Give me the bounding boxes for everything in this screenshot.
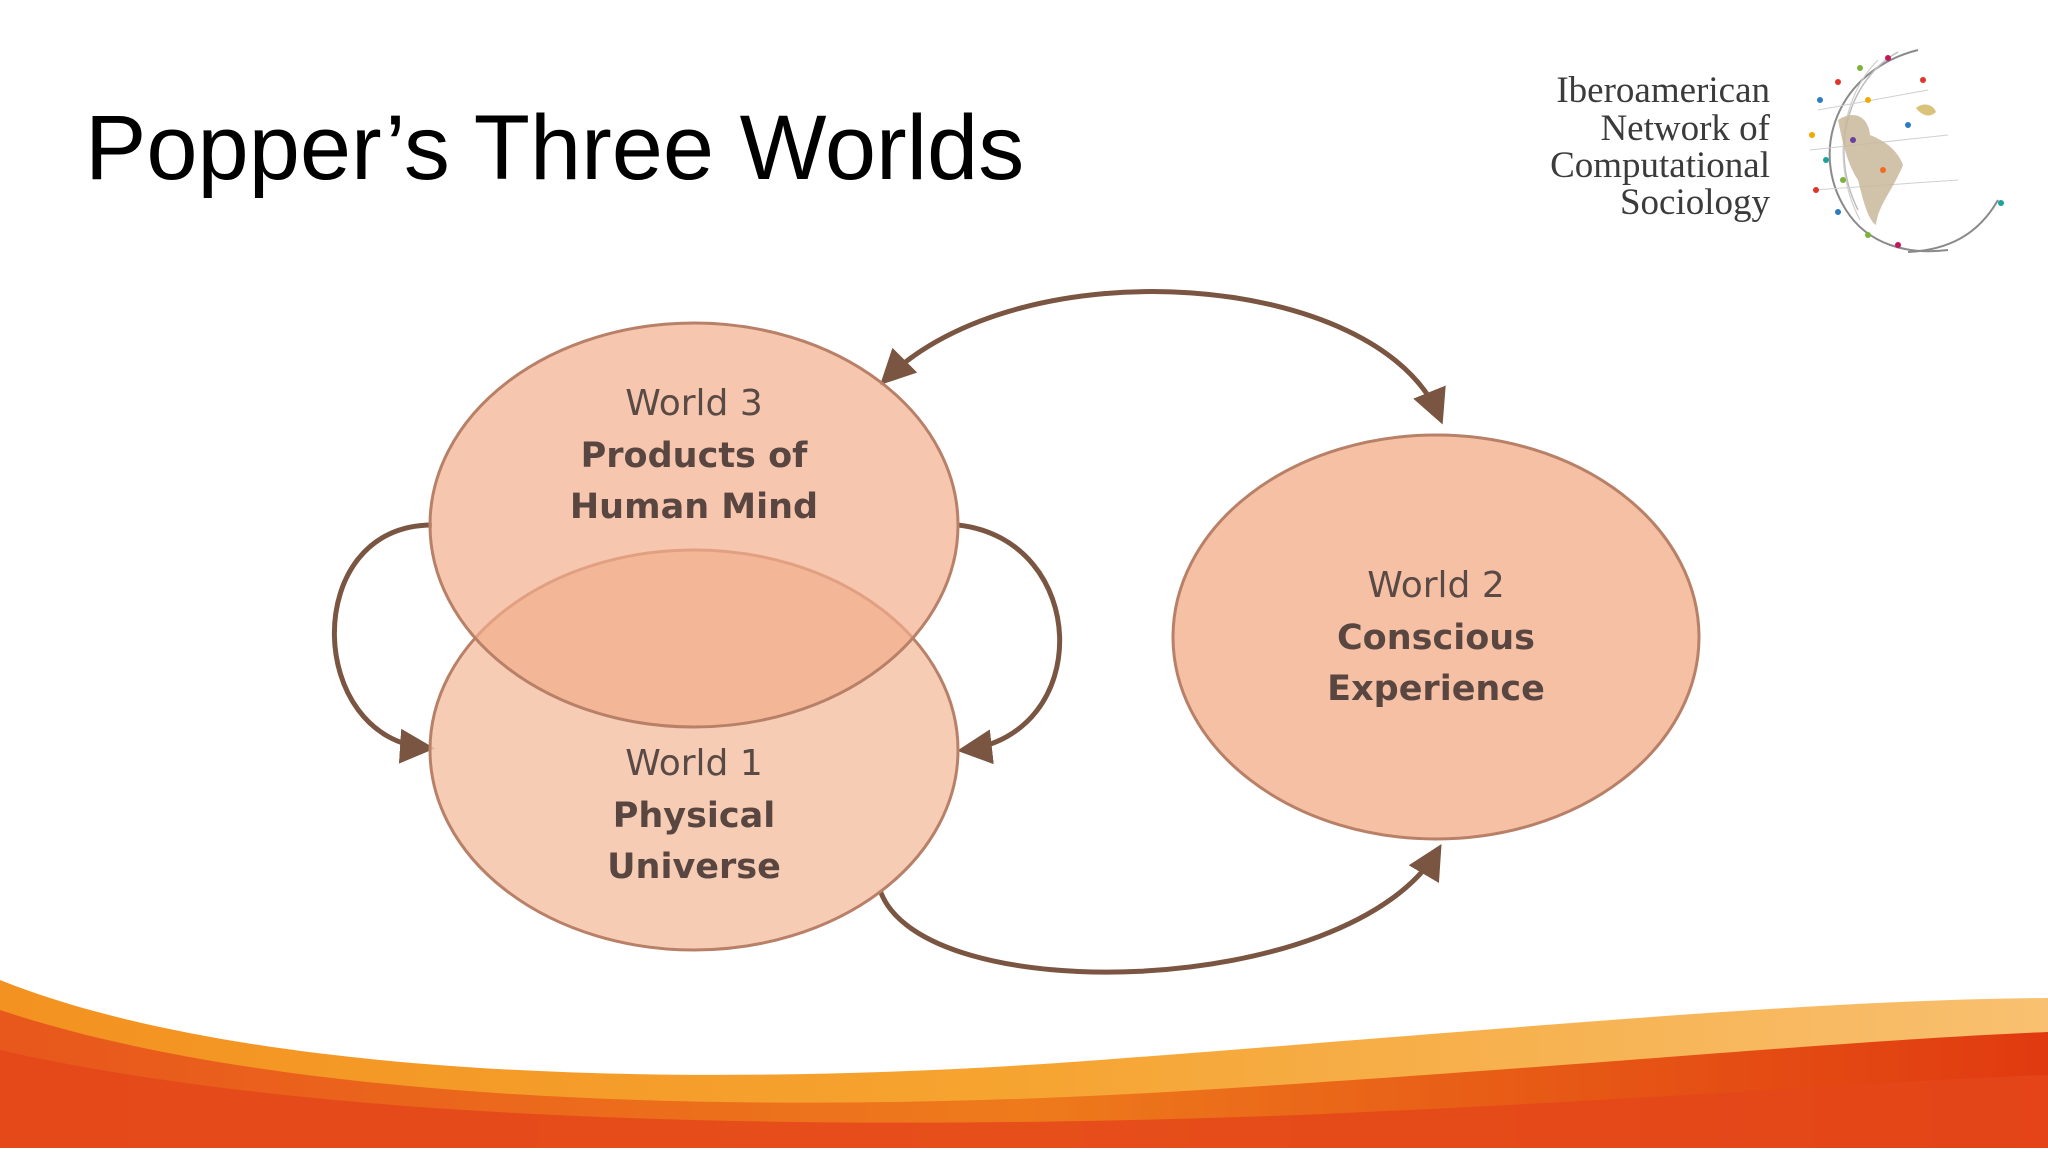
logo-text-line-1: Iberoamerican — [1556, 70, 1770, 111]
world2-name-line1: Conscious — [1337, 618, 1535, 658]
world2-name-line2: Experience — [1327, 669, 1545, 709]
world3-ellipse — [428, 321, 960, 729]
logo-text-line-3: Computational — [1550, 145, 1770, 186]
slide-title: Popper’s Three Worlds — [85, 97, 1025, 199]
footer-wave-decoration — [0, 980, 2048, 1152]
arrow-world1-to-world2 — [877, 843, 1442, 975]
arrow-left-loop-world3-to-world1 — [331, 522, 435, 764]
world3-name-line1: Products of — [581, 436, 808, 476]
world3-label: World 3 — [625, 383, 763, 424]
world1-label: World 1 — [625, 743, 763, 784]
world1-name-line2: Universe — [607, 847, 781, 887]
logo-text-line-4: Sociology — [1619, 182, 1770, 223]
world3-name-line2: Human Mind — [570, 487, 818, 527]
logo-text-line-2: Network of — [1600, 108, 1770, 149]
arrow-world2-to-world3 — [880, 289, 1446, 425]
world2-ellipse — [1171, 433, 1701, 841]
organization-logo: Iberoamerican Network of Computational S… — [1530, 40, 2010, 260]
world1-name-line1: Physical — [613, 796, 776, 836]
arrow-right-loop-world3-to-world1 — [957, 522, 1063, 765]
globe-network-icon — [1809, 49, 2004, 253]
world2-label: World 2 — [1367, 565, 1505, 606]
